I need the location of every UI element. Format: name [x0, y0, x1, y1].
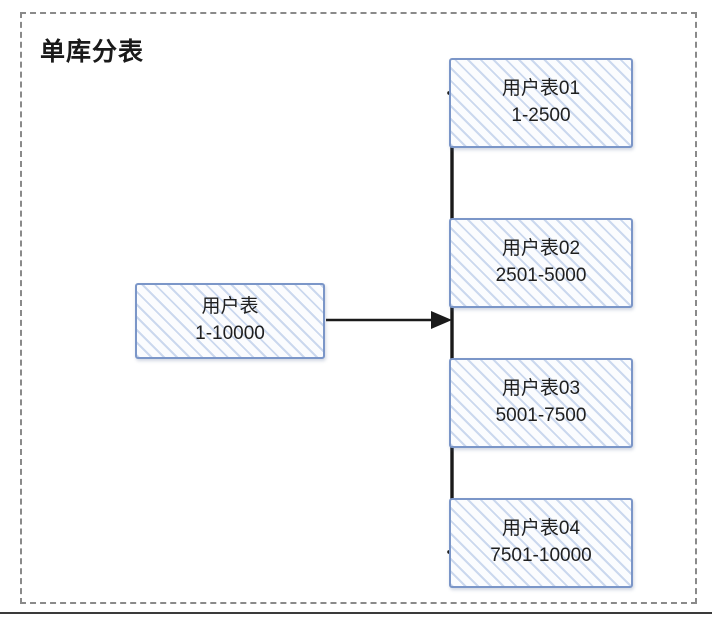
node-shard-table-03-name: 用户表03	[501, 378, 581, 400]
node-shard-table-01-range: 1-2500	[511, 105, 571, 126]
node-shard-table-02[interactable]: 用户表02 2501-5000	[449, 218, 633, 308]
node-source-table-range: 1-10000	[195, 323, 265, 344]
node-shard-table-01-name: 用户表01	[501, 78, 581, 100]
node-source-table[interactable]: 用户表 1-10000	[135, 283, 325, 359]
node-shard-table-04-name: 用户表04	[501, 518, 581, 540]
node-shard-table-04[interactable]: 用户表04 7501-10000	[449, 498, 633, 588]
page-bottom-rule	[0, 612, 712, 614]
node-shard-table-02-range: 2501-5000	[495, 265, 587, 286]
node-shard-table-02-name: 用户表02	[501, 238, 581, 260]
diagram-boundary-frame	[20, 12, 697, 604]
node-source-table-name: 用户表	[201, 296, 259, 318]
node-shard-table-01[interactable]: 用户表01 1-2500	[449, 58, 633, 148]
node-shard-table-03-range: 5001-7500	[495, 405, 587, 426]
page-title: 单库分表	[40, 38, 145, 66]
node-shard-table-03[interactable]: 用户表03 5001-7500	[449, 358, 633, 448]
node-shard-table-04-range: 7501-10000	[490, 545, 592, 566]
